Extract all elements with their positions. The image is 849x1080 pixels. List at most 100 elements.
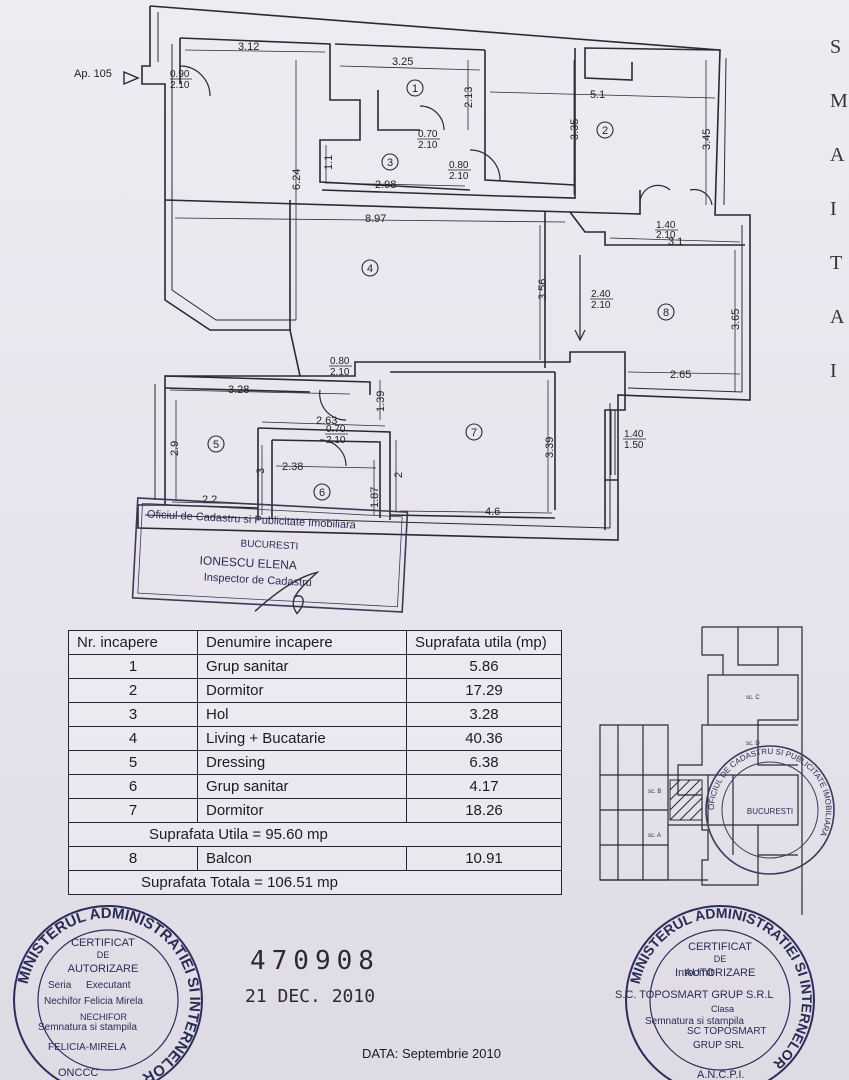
svg-text:OFICIUL DE CADASTRU SI PUBLICI: OFICIUL DE CADASTRU SI PUBLICITATE IMOBI… [707, 747, 833, 838]
stamp-line: CERTIFICAT [688, 941, 752, 953]
dim-label: 3.35 [569, 119, 581, 140]
room-number-circle [657, 303, 675, 321]
cadastre-round-stamp: OFICIUL DE CADASTRU SI PUBLICITATE IMOBI… [705, 745, 835, 875]
room-number-label: 3 [387, 157, 393, 169]
room-number-circle [406, 79, 424, 97]
edge-letter: A [830, 144, 845, 166]
room-number-circle [596, 121, 614, 139]
door-height: 2.10 [449, 171, 469, 182]
stamp-line: Semnatura si stampila [38, 1022, 137, 1033]
room-number-cell: 7 [68, 798, 198, 823]
table-row: 6 Grup sanitar 4.17 [68, 774, 562, 799]
room-area-cell: 5.86 [406, 654, 562, 679]
room-number-label: 4 [367, 263, 373, 275]
window-height: 1.50 [624, 440, 644, 451]
door-height: 2.10 [656, 230, 676, 241]
stamp-line: DE [714, 954, 727, 964]
stamp-line: Nechifor Felicia Mirela [44, 996, 143, 1007]
table-row: 3 Hol 3.28 [68, 702, 562, 727]
stamp-line: NECHIFOR [80, 1012, 128, 1022]
edge-letter: I [830, 360, 837, 382]
room-number-label: 7 [471, 427, 477, 439]
floor-plan: Ap. 105 0.90 2.10 3.12 3.25 5.1 2.13 3.3… [74, 5, 751, 615]
room-area-cell: 3.28 [406, 702, 562, 727]
room-name-cell: Dormitor [197, 678, 407, 703]
room-number-circle [465, 423, 483, 441]
dim-label: 1.1 [323, 155, 335, 170]
authorization-stamp-right: MINISTERUL ADMINISTRATIEI SI INTERNELOR … [615, 905, 815, 1080]
dim-label: 3.1 [668, 236, 683, 248]
door-height: 2.10 [330, 367, 350, 378]
door-height: 2.10 [591, 300, 611, 311]
entry-door-height: 2.10 [170, 80, 190, 91]
dim-label: 2.9 [169, 441, 181, 456]
table-row: 5 Dressing 6.38 [68, 750, 562, 775]
cadastre-round-stamp-center: BUCURESTI [747, 807, 793, 816]
authorization-stamp-left: MINISTERUL ADMINISTRATIEI SI INTERNELOR … [13, 905, 203, 1080]
stamp-line: A.N.C.P.I. [697, 1069, 744, 1080]
room-area-cell: 10.91 [406, 846, 562, 871]
dim-label: 3.28 [228, 384, 249, 396]
room-number-label: 8 [663, 307, 669, 319]
dim-label: 2.65 [670, 369, 691, 381]
table-row: 2 Dormitor 17.29 [68, 678, 562, 703]
stamp-line: Clasa [711, 1004, 734, 1014]
room-number-circle [313, 483, 331, 501]
edge-letter: M [830, 90, 848, 112]
dim-label: 3.56 [537, 279, 549, 300]
room-area-cell: 4.17 [406, 774, 562, 799]
edge-letter: T [830, 252, 843, 274]
column-header: Suprafata utila (mp) [406, 630, 562, 655]
stamp-line: AUTORIZARE [68, 963, 139, 975]
column-header: Nr. incapere [68, 630, 198, 655]
stamp-line: Executant [86, 980, 131, 991]
stamp-line: CERTIFICAT [71, 937, 135, 949]
dim-label: 3.65 [730, 309, 742, 330]
useful-area-total-row: Suprafata Utila = 95.60 mp [68, 822, 562, 847]
room-area-cell: 40.36 [406, 726, 562, 751]
site-label: sc. D [746, 741, 760, 747]
dim-label: 1.87 [369, 487, 381, 508]
dim-label: 1.39 [375, 391, 387, 412]
adjacent-page-edge: S M A I T A I [830, 20, 849, 398]
room-name-cell: Balcon [197, 846, 407, 871]
stamp-line: SC TOPOSMART [687, 1026, 766, 1037]
edge-letter: I [830, 198, 837, 220]
site-label: sc. A [648, 833, 661, 839]
room-name-cell: Grup sanitar [197, 654, 407, 679]
door-width: 0.80 [449, 160, 469, 171]
dim-label: 3.25 [392, 56, 413, 68]
room-area-cell: 17.29 [406, 678, 562, 703]
door-height: 2.10 [418, 140, 438, 151]
room-number-cell: 4 [68, 726, 198, 751]
table-row: 7 Dormitor 18.26 [68, 798, 562, 823]
dim-label: 8.97 [365, 213, 386, 225]
door-width: 0.70 [326, 424, 346, 435]
window-width: 1.40 [624, 429, 644, 440]
stamp-line: S.C. TOPOSMART GRUP S.R.L [615, 989, 774, 1001]
room-number-cell: 2 [68, 678, 198, 703]
dim-label: 3 [255, 468, 267, 474]
stamp-line: ONCCC [58, 1067, 98, 1079]
room-number-label: 6 [319, 487, 325, 499]
door-width: 0.70 [418, 129, 438, 140]
dim-label: 2.98 [375, 179, 396, 191]
room-number-circle [361, 259, 379, 277]
apartment-label: Ap. 105 [74, 68, 112, 80]
document-date: DATA: Septembrie 2010 [362, 1046, 501, 1061]
room-number-circle [381, 153, 399, 171]
dim-label: 2.2 [202, 494, 217, 506]
room-name-cell: Living + Bucatarie [197, 726, 407, 751]
entry-arrow-icon [123, 70, 140, 86]
stamp-line: AUTORIZARE [685, 967, 756, 979]
dim-label: 4.6 [485, 506, 500, 518]
table-row: 4 Living + Bucatarie 40.36 [68, 726, 562, 751]
cadastre-round-stamp-ring: OFICIUL DE CADASTRU SI PUBLICITATE IMOBI… [707, 747, 833, 838]
site-label: sc. B [648, 789, 661, 795]
entry-door-width: 0.90 [170, 69, 190, 80]
room-name-cell: Grup sanitar [197, 774, 407, 799]
door-height: 2.10 [326, 435, 346, 446]
cadastre-stamp-line: BUCURESTI [240, 538, 298, 552]
room-number-label: 1 [412, 83, 418, 95]
